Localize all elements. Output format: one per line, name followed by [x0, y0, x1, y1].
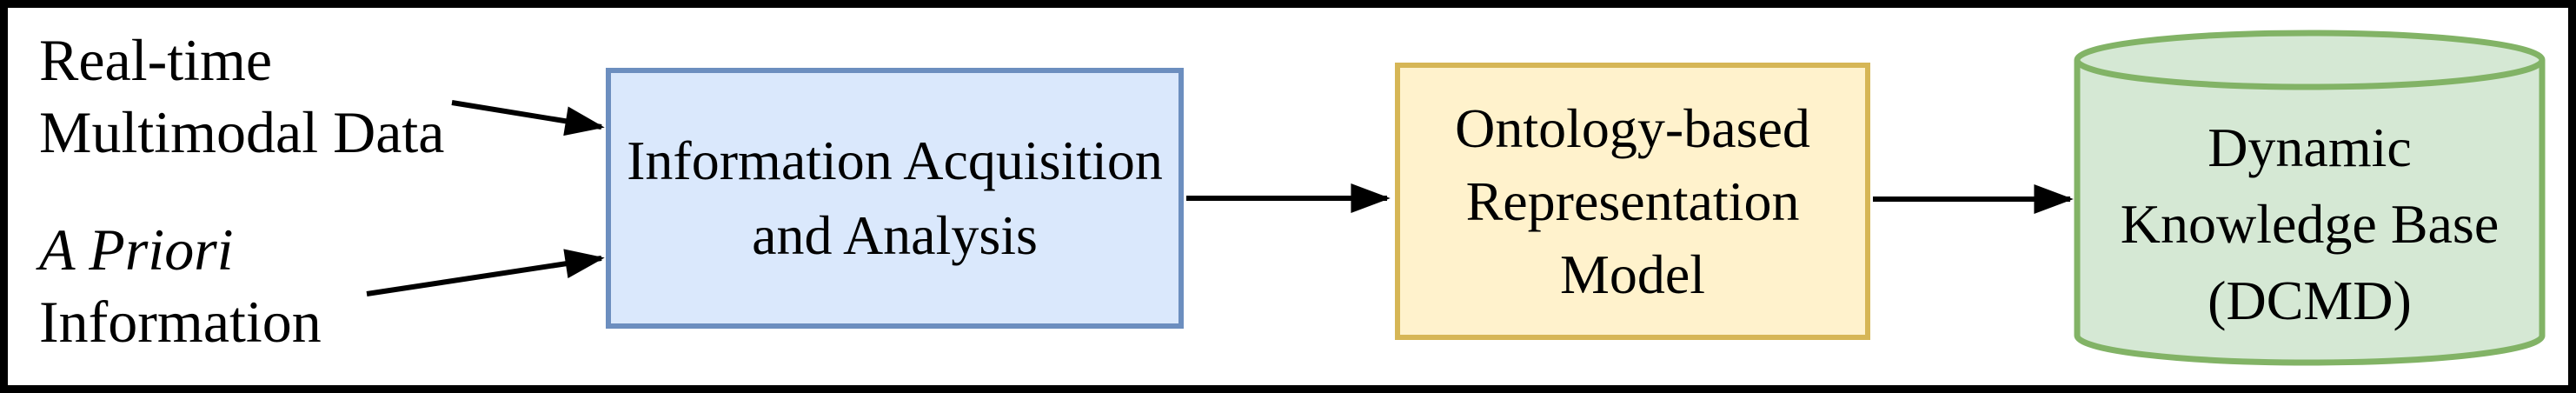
- node-label-line: Information Acquisition: [627, 130, 1163, 191]
- node-dynamic-knowledge-base: Dynamic Knowledge Base (DCMD): [2077, 97, 2542, 351]
- node-label-line: (DCMD): [2208, 270, 2412, 331]
- input-label-realtime-multimodal-data: Real-time Multimodal Data: [39, 24, 444, 169]
- label-line-a-priori: A Priori: [39, 216, 234, 283]
- database-cylinder-top-rim: [2074, 59, 2546, 90]
- node-label-line: Knowledge Base: [2120, 193, 2500, 255]
- arrow-realtime-to-acquisition: [451, 100, 605, 137]
- node-label-line: Model: [1559, 243, 1706, 305]
- arrow-apriori-to-acquisition: [366, 249, 605, 296]
- node-label-line: and Analysis: [752, 204, 1038, 266]
- connector-layer: [366, 30, 2546, 366]
- input-label-a-priori-information: A Priori Information: [39, 214, 322, 358]
- label-line: Real-time: [39, 27, 273, 93]
- node-ontology-model: Ontology-based Representation Model: [1395, 63, 1870, 340]
- node-label-line: Dynamic: [2208, 117, 2412, 178]
- database-cylinder-shape: [2074, 30, 2546, 366]
- node-label-line: Representation: [1465, 170, 1800, 232]
- label-line: Information: [39, 289, 322, 355]
- label-line: Multimodal Data: [39, 99, 445, 165]
- node-information-acquisition: Information Acquisition and Analysis: [606, 68, 1184, 329]
- database-cylinder-body: [2074, 30, 2546, 366]
- node-label-line: Ontology-based: [1455, 97, 1810, 159]
